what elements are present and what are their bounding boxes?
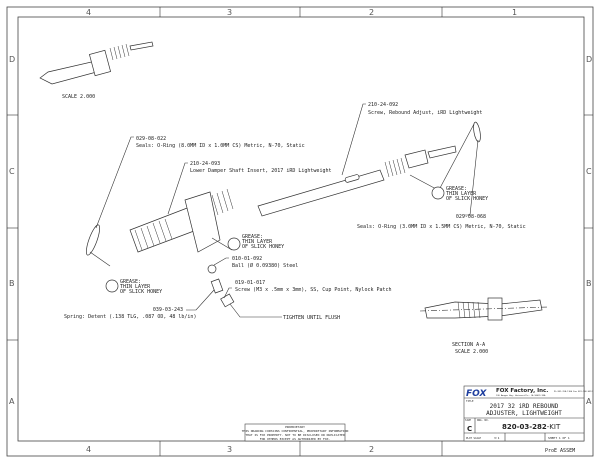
- rebound-adjust-screw: [257, 145, 457, 217]
- callout-part-no: 019-01-017: [235, 280, 265, 286]
- zone-row-a-right: A: [586, 397, 592, 406]
- zone-row-d: D: [9, 55, 15, 64]
- callout-part-no: 029-08-022: [136, 136, 166, 142]
- callout-desc: Lower Damper Shaft Insert, 2017 iRD Ligh…: [190, 168, 331, 174]
- zone-col-2-bottom: 2: [369, 445, 374, 454]
- callout-desc: Ball (Ø 0.09380) Steel: [232, 262, 298, 269]
- callout-desc: Screw (M3 x .5mm x 3mm), SS, Cup Point, …: [235, 287, 392, 293]
- assembly-detail-view: SCALE 2.000: [39, 41, 154, 100]
- section-view-a-a: SECTION A-A SCALE 2.000: [419, 297, 549, 355]
- svg-text:TITLE: TITLE: [466, 399, 474, 403]
- callout-desc: Spring: Detent (.138 TLG, .087 OD, 48 lb…: [64, 314, 196, 320]
- company-phone: Ph 831-768-1100 Fax 831-768-9312: [554, 391, 593, 393]
- zone-col-4: 4: [86, 8, 91, 17]
- callout-desc: Seals: O-Ring (3.0MM ID x 1.5MM CS) Metr…: [357, 224, 526, 230]
- svg-text:SCALE 2.000: SCALE 2.000: [455, 349, 488, 355]
- set-screw: [220, 293, 235, 308]
- callout-part-no: 210-24-092: [368, 102, 398, 108]
- zone-col-3-bottom: 3: [227, 445, 232, 454]
- zone-row-b: B: [9, 279, 15, 288]
- grease-note-3: GREASE: THIN LAYER OF SLICK HONEY: [431, 186, 488, 202]
- zone-dividers: [7, 7, 593, 456]
- svg-text:FOR OTHERS EXCEPT AS AUTHORIZE: FOR OTHERS EXCEPT AS AUTHORIZED BY FOX.: [260, 437, 331, 441]
- drawing-number: 820-03-282-KIT: [502, 423, 561, 431]
- callout-part-no: 010-01-092: [232, 256, 262, 262]
- drawing-title-line1: 2017 32 iRD REBOUND: [490, 403, 559, 410]
- sheet-size: C: [467, 425, 472, 433]
- confidentiality-notice: PROPRIETARY THIS DRAWING CONTAINS CONFID…: [242, 423, 349, 442]
- svg-text:THIN LAYER: THIN LAYER: [120, 284, 151, 290]
- company-name: FOX Factory, Inc.: [496, 388, 548, 394]
- svg-text:GREASE:: GREASE:: [120, 279, 141, 285]
- o-ring-small: [473, 121, 481, 143]
- callout-part-no: 029-08-068: [456, 214, 486, 220]
- svg-text:OF SLICK HONEY: OF SLICK HONEY: [446, 196, 488, 202]
- detent-spring: [210, 278, 224, 294]
- zone-row-a: A: [9, 397, 15, 406]
- title-block: FOX FOX Factory, Inc. 130 Hangar Way, Wa…: [463, 385, 593, 442]
- leader-lines: [89, 103, 479, 318]
- callout-part-no: 210-24-093: [190, 161, 220, 167]
- damper-shaft-insert: [129, 188, 234, 253]
- grease-note-1: GREASE: THIN LAYER OF SLICK HONEY: [105, 279, 162, 295]
- o-ring-large: [86, 224, 100, 256]
- zone-col-3: 3: [227, 8, 232, 17]
- sheet-number: SHEET 1 OF 1: [548, 436, 570, 440]
- zone-row-d-right: D: [586, 55, 592, 64]
- zone-row-b-right: B: [586, 279, 592, 288]
- svg-text:SIZE: SIZE: [465, 418, 472, 422]
- detail-scale: SCALE 2.000: [62, 94, 95, 100]
- callout-desc: Seals: O-Ring (8.0MM ID x 1.0MM CS) Metr…: [136, 143, 305, 149]
- svg-text:PROPRIETARY: PROPRIETARY: [285, 425, 305, 429]
- fox-logo: FOX: [466, 389, 487, 399]
- svg-text:OF SLICK HONEY: OF SLICK HONEY: [242, 244, 284, 250]
- svg-text:OF SLICK HONEY: OF SLICK HONEY: [120, 289, 162, 295]
- drawing-title-line2: ADJUSTER, LIGHTWEIGHT: [486, 410, 562, 417]
- svg-text:GREASE:: GREASE:: [242, 234, 263, 240]
- zone-col-1: 1: [512, 8, 517, 17]
- grease-note-2: GREASE: THIN LAYER OF SLICK HONEY: [227, 234, 284, 251]
- svg-text:THIN LAYER: THIN LAYER: [446, 191, 477, 197]
- callout-part-no: 039-03-243: [153, 307, 183, 313]
- zone-row-c: C: [9, 167, 15, 176]
- svg-text:THIS DRAWING CONTAINS CONFIDEN: THIS DRAWING CONTAINS CONFIDENTIAL, PROP…: [242, 429, 349, 433]
- ball: [207, 264, 217, 274]
- plot-scale: 3:1: [494, 436, 500, 440]
- software-label: ProE ASSEM: [545, 448, 575, 454]
- tighten-note: TIGHTEN UNTIL FLUSH: [283, 315, 340, 321]
- svg-text:DWG. NO.: DWG. NO.: [477, 418, 489, 422]
- callout-desc: Screw, Rebound Adjust, iRD Lightweight: [368, 110, 482, 116]
- svg-text:THAT IS FOX PROPERTY. NOT TO B: THAT IS FOX PROPERTY. NOT TO BE DISCLOSE…: [245, 433, 345, 437]
- zone-col-4-bottom: 4: [86, 445, 91, 454]
- company-address: 130 Hangar Way, Watsonville, CA 95076 US…: [496, 394, 546, 397]
- svg-text:THIN LAYER: THIN LAYER: [242, 239, 273, 245]
- svg-text:GREASE:: GREASE:: [446, 186, 467, 192]
- svg-text:SECTION A-A: SECTION A-A: [452, 342, 485, 348]
- zone-col-2: 2: [369, 8, 374, 17]
- svg-text:PLOT SCALE: PLOT SCALE: [466, 436, 482, 440]
- zone-row-c-right: C: [586, 167, 592, 176]
